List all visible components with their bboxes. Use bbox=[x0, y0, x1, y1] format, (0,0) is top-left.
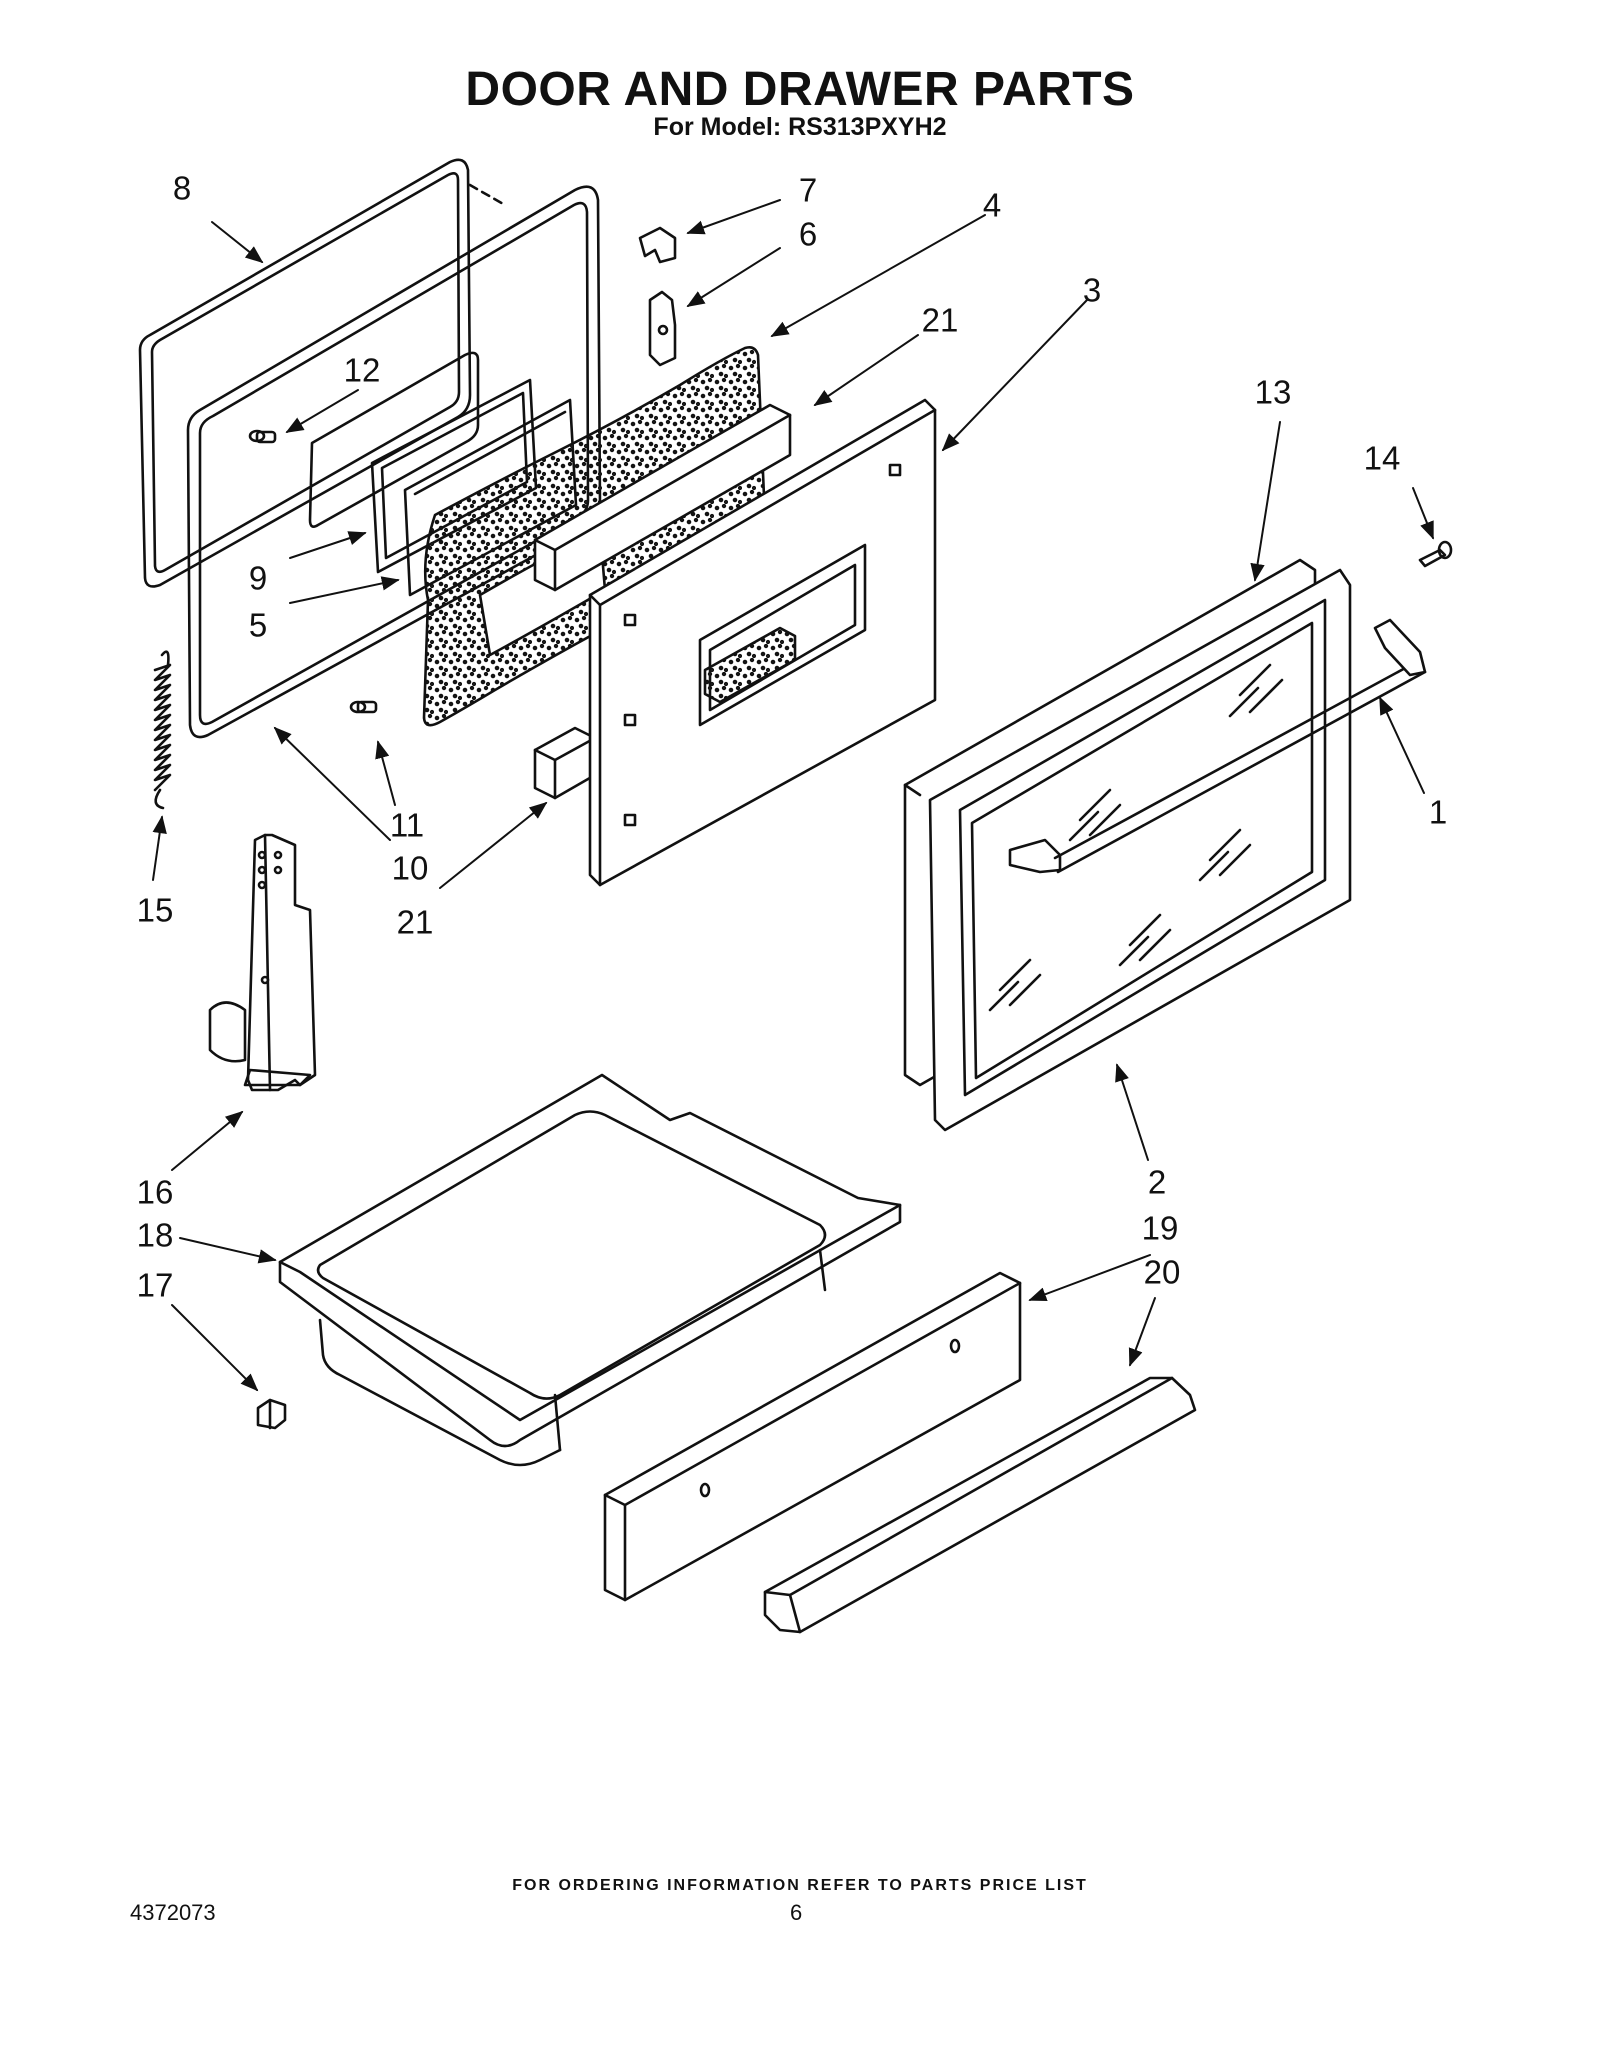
callout-19: 19 bbox=[1141, 1209, 1179, 1247]
callout-20: 20 bbox=[1143, 1253, 1181, 1291]
callout-21-upper: 21 bbox=[921, 301, 959, 339]
callout-14: 14 bbox=[1363, 439, 1401, 477]
screw-part-14 bbox=[1418, 540, 1453, 568]
callout-18: 18 bbox=[136, 1216, 174, 1254]
drawer-handle-part-20 bbox=[763, 1376, 1197, 1634]
document-number: 4372073 bbox=[130, 1900, 216, 1925]
door-spring-part-15 bbox=[153, 650, 172, 810]
page-number: 6 bbox=[790, 1900, 803, 1925]
bracket-part-7 bbox=[638, 226, 677, 264]
callout-17: 17 bbox=[136, 1266, 174, 1304]
screw-part-12 bbox=[248, 429, 277, 444]
callout-6: 6 bbox=[798, 215, 818, 253]
drawer-part-18 bbox=[278, 1073, 902, 1467]
callout-10: 10 bbox=[391, 849, 429, 887]
callout-12: 12 bbox=[343, 351, 381, 389]
door-handle-part-1 bbox=[1008, 618, 1427, 874]
drawer-front-part-19 bbox=[603, 1271, 1022, 1602]
callout-4: 4 bbox=[982, 186, 1002, 224]
callout-11: 11 bbox=[389, 806, 425, 844]
model-subtitle: For Model: RS313PXYH2 bbox=[653, 113, 947, 141]
callout-8: 8 bbox=[172, 169, 192, 207]
page-title: DOOR AND DRAWER PARTS bbox=[465, 63, 1135, 116]
callout-16: 16 bbox=[136, 1173, 174, 1211]
bracket-part-6 bbox=[648, 290, 677, 367]
door-hinge-part-16 bbox=[208, 833, 317, 1092]
callout-21-lower: 21 bbox=[396, 903, 434, 941]
drawer-bumper-part-17 bbox=[256, 1398, 287, 1430]
door-panel-part-3 bbox=[588, 398, 937, 887]
callout-9: 9 bbox=[248, 559, 268, 597]
callout-13: 13 bbox=[1254, 373, 1292, 411]
leader-lines bbox=[152, 199, 1434, 1392]
callout-7: 7 bbox=[798, 171, 818, 209]
ordering-note: FOR ORDERING INFORMATION REFER TO PARTS … bbox=[512, 1877, 1088, 1894]
callout-3: 3 bbox=[1082, 271, 1102, 309]
insulation-strip-part-21-upper bbox=[533, 403, 792, 592]
screw-part-11 bbox=[349, 700, 378, 714]
callout-2: 2 bbox=[1147, 1163, 1167, 1201]
callout-15: 15 bbox=[136, 891, 174, 929]
callout-5: 5 bbox=[248, 606, 268, 644]
callout-1: 1 bbox=[1428, 793, 1448, 831]
insulation-strip-part-21-lower bbox=[533, 726, 597, 800]
outer-door-glass-part-2 bbox=[928, 568, 1352, 1132]
